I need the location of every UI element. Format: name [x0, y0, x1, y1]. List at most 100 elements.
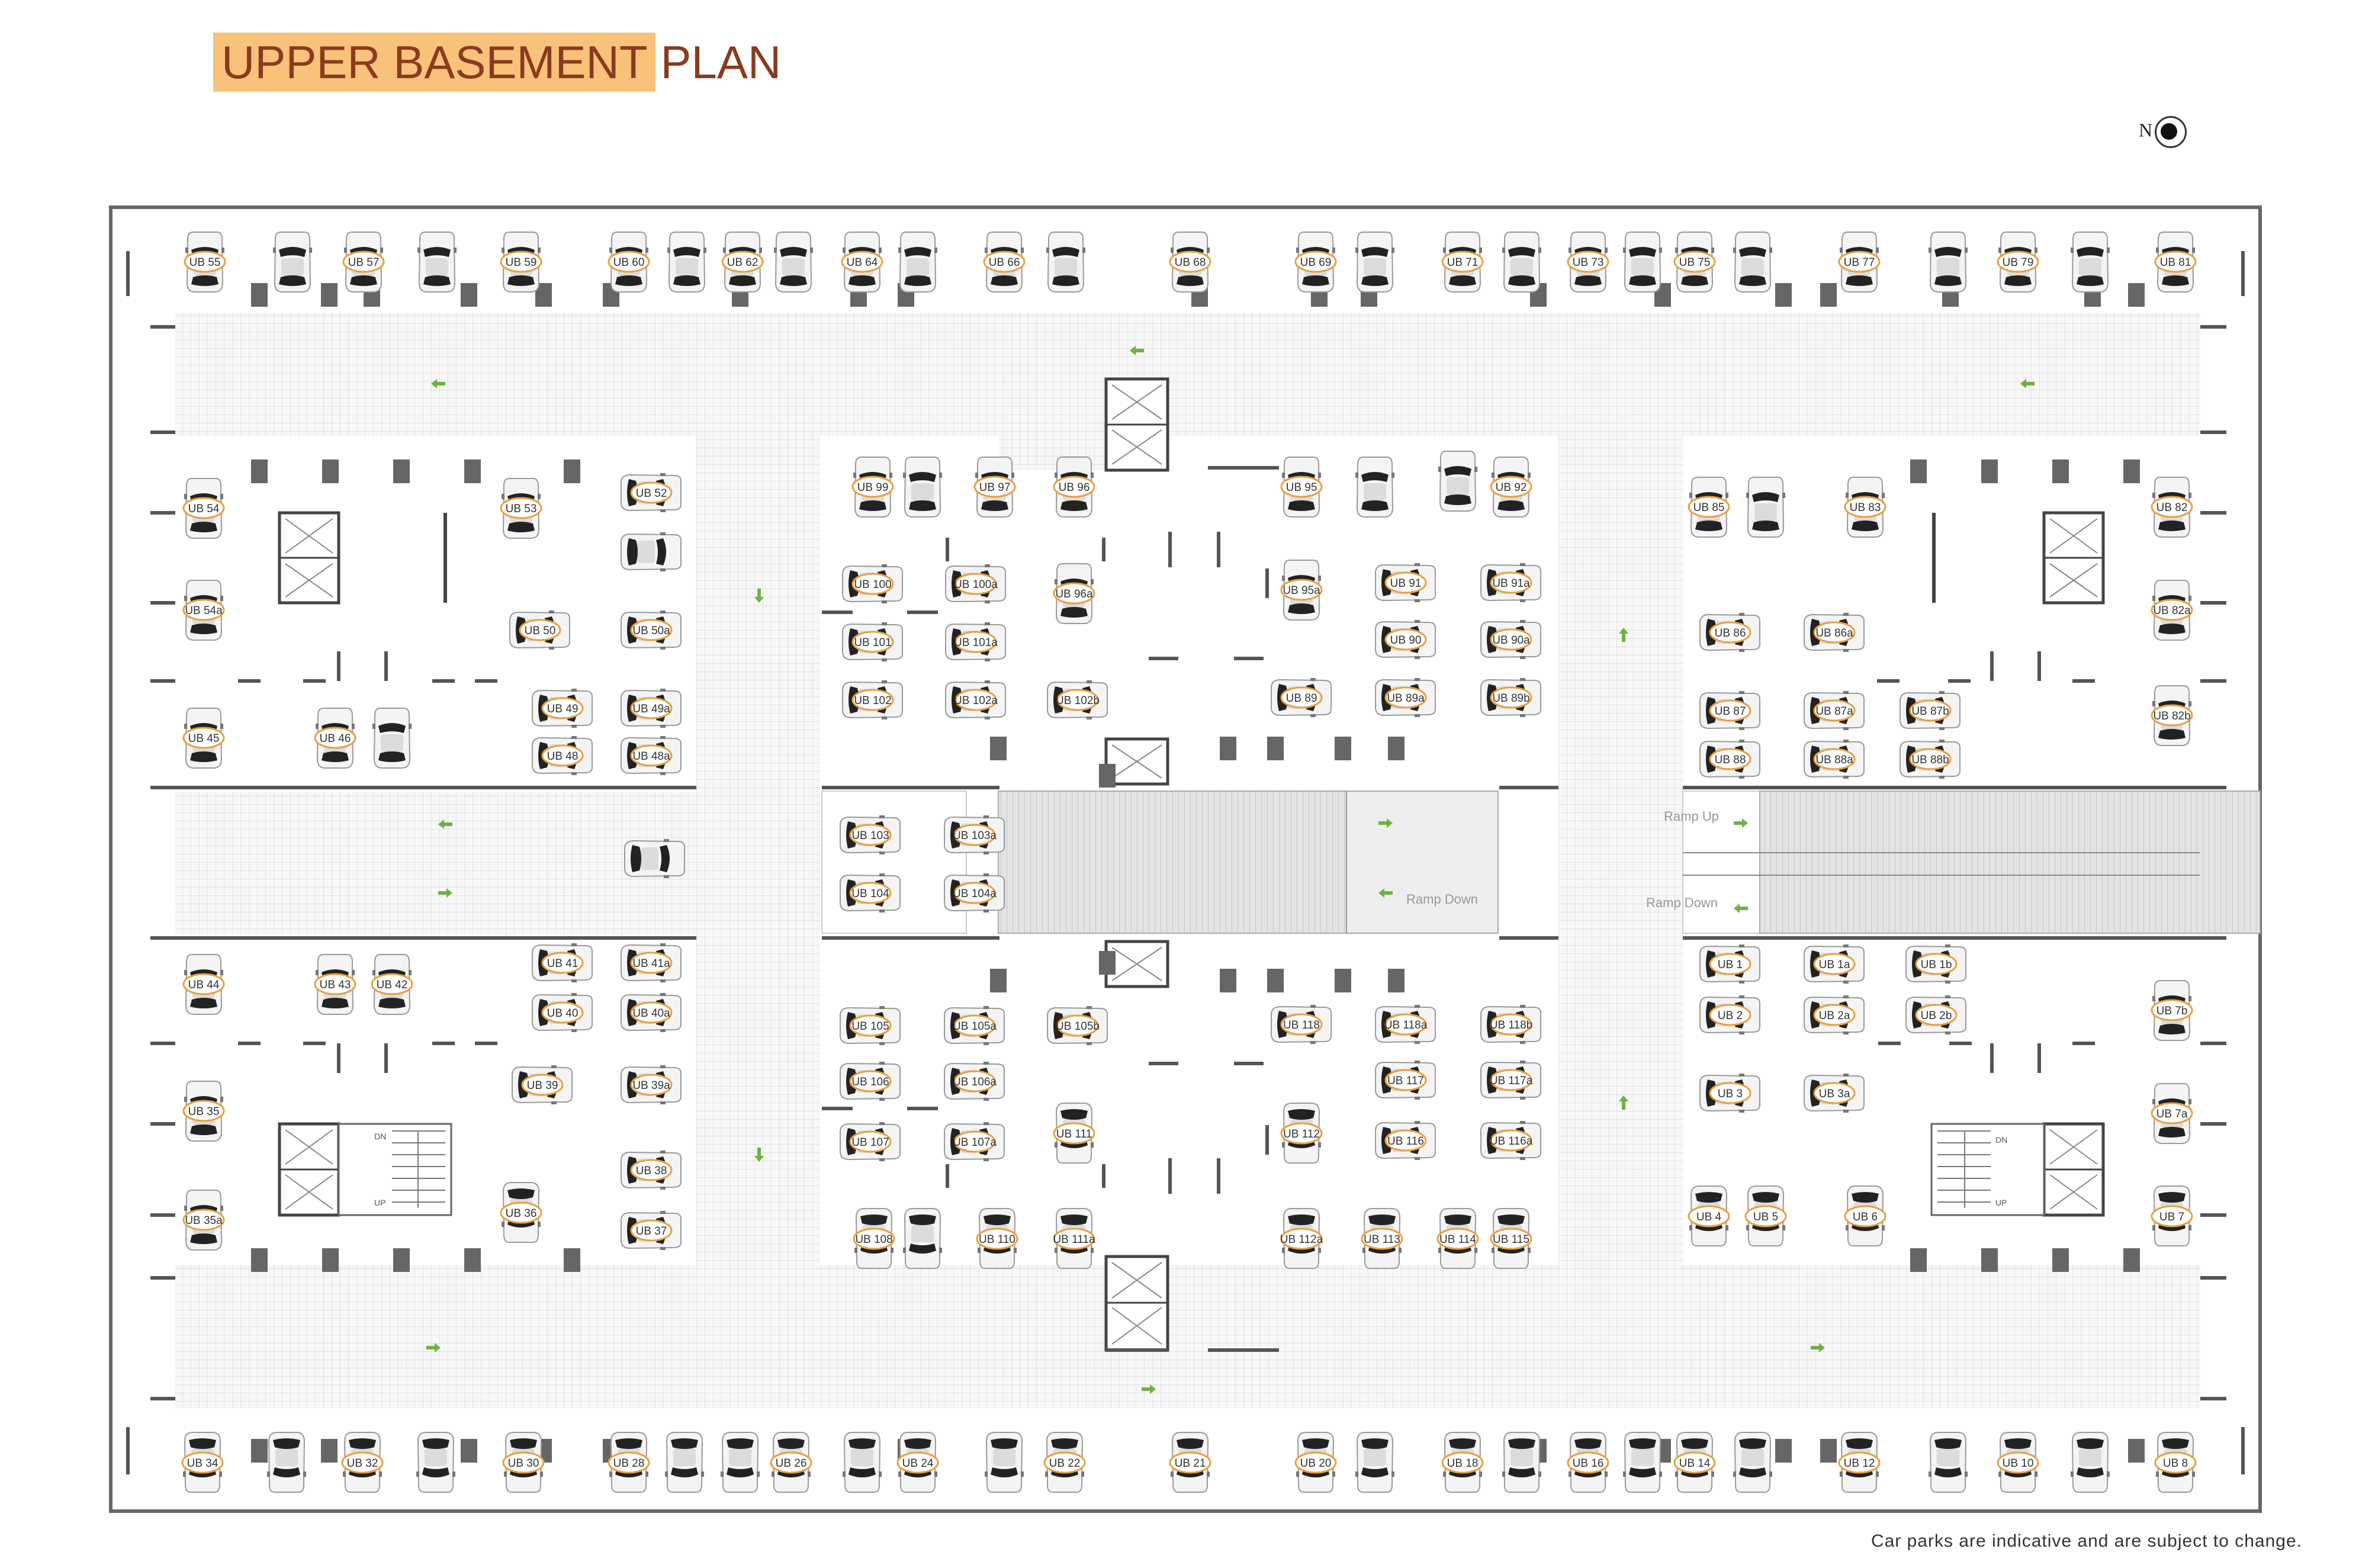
bay-label: UB 91 [1384, 571, 1427, 594]
column [2052, 460, 2069, 483]
bay-number: UB 99 [857, 481, 889, 494]
bay-label: UB 7b [2151, 999, 2193, 1021]
bay-label: UB 99 [851, 475, 894, 498]
bay-number: UB 106a [953, 1076, 997, 1088]
bay-label: UB 106a [953, 1070, 997, 1093]
bay-label: UB 22 [1043, 1451, 1086, 1474]
bay-number: UB 106 [851, 1076, 889, 1088]
arrow-icon [1734, 818, 1748, 828]
bay-number: UB 39a [632, 1079, 670, 1092]
plan-title-rest: PLAN [660, 36, 782, 88]
column [1820, 283, 1837, 307]
parking-bay-unlabeled [624, 838, 685, 879]
bay-label: UB 59 [500, 250, 542, 273]
parking-bay-unlabeled [1928, 232, 1968, 293]
stair-dn-right: DN [1995, 1135, 2007, 1145]
bay-label: UB 117a [1490, 1069, 1533, 1091]
arrow-icon [1130, 346, 1144, 355]
bay-label: UB 57 [342, 250, 385, 273]
bay-number: UB 118a [1384, 1019, 1428, 1032]
bay-number: UB 107 [851, 1136, 889, 1149]
bay-number: UB 4 [1696, 1211, 1722, 1223]
arrow-icon [1811, 1343, 1825, 1352]
bay-label: UB 81 [2154, 250, 2197, 273]
bay-label: UB 53 [500, 497, 542, 519]
parking-bay-unlabeled [272, 232, 313, 293]
bay-number: UB 117a [1490, 1075, 1533, 1087]
bay-number: UB 59 [506, 256, 537, 269]
bay-label: UB 28 [608, 1451, 650, 1474]
bay-number: UB 103 [851, 830, 889, 842]
bay-label: UB 89a [1384, 686, 1427, 709]
bay-label: UB 88a [1813, 748, 1856, 770]
bay-number: UB 55 [189, 256, 221, 269]
bay-number: UB 3a [1819, 1088, 1850, 1100]
stair-dn-left: DN [374, 1132, 386, 1141]
column [1220, 969, 1236, 992]
bay-label: UB 69 [1294, 250, 1337, 273]
bay-label: UB 3a [1813, 1082, 1856, 1104]
bay-label: UB 45 [182, 727, 225, 749]
column [393, 460, 410, 483]
bay-number: UB 28 [613, 1457, 645, 1470]
bay-number: UB 48a [632, 750, 670, 763]
bay-number: UB 112a [1280, 1233, 1323, 1246]
bay-label: UB 102 [851, 689, 894, 711]
bay-number: UB 39 [527, 1079, 558, 1092]
parking-bay-unlabeled [266, 1432, 307, 1493]
bay-label: UB 2a [1813, 1004, 1856, 1026]
bay-label: UB 112 [1280, 1122, 1323, 1145]
bay-number: UB 36 [506, 1207, 537, 1220]
bay-number: UB 82 [2156, 502, 2188, 514]
bay-label: UB 87b [1909, 699, 1952, 722]
bay-number: UB 88a [1815, 754, 1853, 766]
bay-number: UB 12 [1844, 1457, 1875, 1470]
bay-label: UB 46 [314, 727, 356, 749]
bay-number: UB 111 [1056, 1128, 1092, 1140]
bay-label: UB 34 [181, 1451, 224, 1474]
parking-bay-unlabeled [667, 232, 707, 293]
bay-number: UB 90 [1390, 634, 1422, 647]
bay-number: UB 75 [1679, 256, 1711, 269]
bay-label: UB 87 [1709, 699, 1751, 722]
bay-number: UB 10 [2003, 1457, 2034, 1470]
bay-number: UB 32 [347, 1457, 378, 1470]
bay-number: UB 91a [1492, 577, 1530, 590]
parking-bay-unlabeled [621, 532, 682, 572]
bay-label: UB 16 [1567, 1451, 1609, 1474]
bay-label: UB 86 [1709, 621, 1751, 644]
column [322, 1248, 339, 1272]
parking-bay-unlabeled [664, 1432, 705, 1493]
bay-label: UB 107a [953, 1130, 997, 1153]
bay-number: UB 104 [851, 888, 889, 900]
bay-number: UB 89b [1492, 692, 1529, 705]
bay-number: UB 64 [847, 256, 878, 269]
parking-bay-unlabeled [372, 708, 412, 769]
bay-number: UB 82a [2153, 605, 2191, 617]
bay-number: UB 35a [185, 1214, 223, 1227]
bay-label: UB 68 [1169, 250, 1211, 273]
bay-number: UB 66 [989, 256, 1020, 269]
parking-bay-unlabeled [1438, 451, 1478, 512]
bay-label: UB 38 [630, 1159, 673, 1181]
column [1775, 1439, 1792, 1463]
bay-label: UB 115 [1490, 1228, 1532, 1250]
cores [278, 377, 2105, 1352]
arrow-icon [1734, 904, 1748, 913]
bay-label: UB 20 [1294, 1451, 1337, 1474]
bay-number: UB 77 [1844, 256, 1875, 269]
bay-label: UB 104a [953, 882, 997, 904]
bay-label: UB 1a [1813, 953, 1856, 975]
bay-label: UB 96a [1053, 582, 1095, 605]
parking-bay-unlabeled [1928, 1432, 1968, 1493]
arrow-icon [1142, 1384, 1156, 1394]
column [1099, 951, 1116, 975]
bay-number: UB 87a [1815, 705, 1853, 718]
bay-label: UB 106 [849, 1070, 892, 1093]
bay-number: UB 102 [854, 695, 891, 707]
bay-number: UB 117 [1387, 1075, 1424, 1087]
bay-number: UB 38 [636, 1165, 667, 1177]
bay-number: UB 60 [613, 256, 645, 269]
